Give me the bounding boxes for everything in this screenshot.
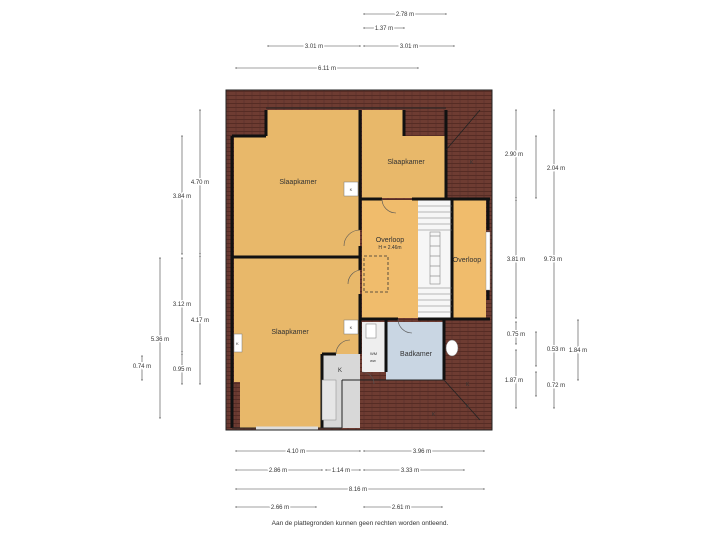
stair-floor	[418, 200, 452, 318]
stairs	[418, 205, 452, 313]
dim-bottom-2c: 3.33 m	[401, 468, 419, 474]
radiator-label-1: K	[350, 187, 353, 192]
dim-left-2: 3.84 m	[173, 194, 191, 200]
dim-bottom-2b: 1.14 m	[332, 468, 350, 474]
badkamer-label: Badkamer	[400, 351, 433, 358]
closet-label: K	[338, 368, 342, 374]
dim-top-1: 2.78 m	[396, 12, 414, 18]
overloop-height-label: H = 2.46m	[378, 245, 401, 251]
overloop-right-label: Overloop	[453, 257, 482, 264]
dim-left-1: 4.70 m	[191, 180, 209, 186]
roof-hatch	[363, 255, 389, 293]
radiator-label-2: K	[350, 325, 353, 330]
overloop-right-floor	[452, 200, 486, 318]
dim-right-1: 2.90 m	[505, 152, 523, 158]
water-label: ww	[370, 358, 376, 363]
dim-right-3: 3.81 m	[507, 257, 525, 263]
overloop-left-label: Overloop	[376, 237, 405, 244]
dim-bottom-2a: 2.86 m	[269, 468, 287, 474]
disclaimer-text: Aan de plattegronden kunnen geen rechten…	[271, 520, 449, 527]
dim-top-4: 6.11 m	[318, 66, 336, 72]
walls	[230, 110, 490, 428]
dim-right-9: 0.72 m	[547, 383, 565, 389]
dim-right-5: 0.75 m	[507, 332, 525, 338]
knieschot-label-2: K	[466, 382, 470, 388]
overloop-left-floor	[362, 200, 418, 318]
dim-bottom-1b: 3.96 m	[413, 449, 431, 455]
slaapkamer-top-left-label: Slaapkamer	[279, 179, 317, 186]
dim-top-3b: 3.01 m	[400, 44, 418, 50]
dim-top-2: 1.37 m	[375, 26, 393, 32]
dim-bottom-4b: 2.61 m	[392, 505, 410, 511]
dim-top-3a: 3.01 m	[305, 44, 323, 50]
dim-right-4: 9.73 m	[544, 257, 562, 263]
knieschot-label-5: K	[236, 341, 239, 346]
dim-left-5: 5.36 m	[151, 337, 169, 343]
dim-right-2: 2.04 m	[547, 166, 565, 172]
dim-bottom-4a: 2.66 m	[271, 505, 289, 511]
slaapkamer-bottom-left-label: Slaapkamer	[271, 329, 309, 336]
badkamer-floor	[386, 322, 444, 380]
dim-bottom-3: 8.16 m	[349, 487, 367, 493]
dim-right-6: 0.53 m	[547, 347, 565, 353]
slaapkamer-top-right-label: Slaapkamer	[387, 159, 425, 166]
washing-machine-label: WM	[370, 351, 377, 356]
dim-bottom-1a: 4.10 m	[287, 449, 305, 455]
door-swings	[335, 198, 413, 385]
dim-left-3: 3.12 m	[173, 302, 191, 308]
dim-left-4: 4.17 m	[191, 318, 209, 324]
dimension-lines	[140, 12, 580, 509]
dim-left-6: 0.95 m	[173, 367, 191, 373]
knieschot-label-4: K	[466, 404, 470, 410]
knieschot-label-3: K	[432, 412, 436, 418]
dim-right-8: 1.87 m	[505, 378, 523, 384]
knieschot-label-1: K	[470, 160, 474, 166]
dim-left-7: 0.74 m	[133, 364, 151, 370]
dim-right-7: 1.84 m	[569, 348, 587, 354]
